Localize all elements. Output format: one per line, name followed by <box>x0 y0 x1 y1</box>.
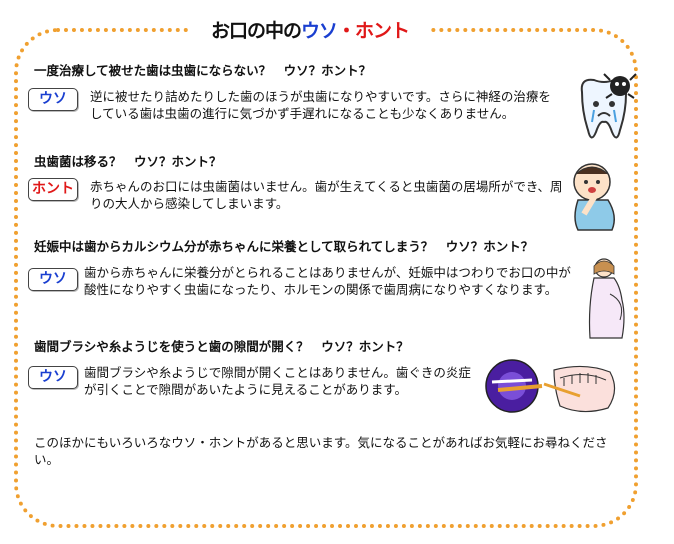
interdental-brush-icon <box>485 359 616 413</box>
pregnant-woman-icon <box>588 258 625 339</box>
answer-badge-4: ウソ <box>28 366 78 389</box>
question-3: 妊娠中は歯からカルシウム分が赤ちゃんに栄養として取られてしまう？ ウソ？ホント？ <box>34 239 534 254</box>
answer-4: 歯間ブラシや糸ようじで隙間が開くことはありません。歯ぐきの炎症が引くことで隙間が… <box>84 365 471 397</box>
baby-icon <box>573 163 615 231</box>
question-2: 虫歯菌は移る？ ウソ？ホント？ <box>34 154 222 169</box>
answer-1: 逆に被せたり詰めたりした歯のほうが虫歯になりやすいです。さらに神経の治療をしてい… <box>90 89 551 121</box>
crying-tooth-icon <box>580 73 637 139</box>
question-4: 歯間ブラシや糸ようじを使うと歯の隙間が開く？ ウソ？ホント？ <box>34 339 409 354</box>
answer-badge-2: ホント <box>28 178 78 201</box>
answer-2: 赤ちゃんのお口には虫歯菌はいません。歯が生えてくると虫歯菌の居場所ができ、周りの… <box>90 179 563 211</box>
page-title: お口の中のウソ・ホント <box>190 16 430 42</box>
question-1: 一度治療して被せた歯は虫歯にならない？ ウソ？ホント？ <box>34 63 372 78</box>
answer-badge-3: ウソ <box>28 268 78 291</box>
title-part-2: ウソ <box>300 20 338 42</box>
title-part-3: ・ホント <box>337 20 410 42</box>
footer-note: このほかにもいろいろなウソ・ホントがあると思います。気になることがあればお気軽に… <box>34 435 608 467</box>
title-part-1: お口の中の <box>210 20 302 42</box>
answer-3: 歯から赤ちゃんに栄養分がとられることはありませんが、妊娠中はつわりでお口の中が酸… <box>84 265 571 297</box>
answer-badge-1: ウソ <box>28 88 78 111</box>
